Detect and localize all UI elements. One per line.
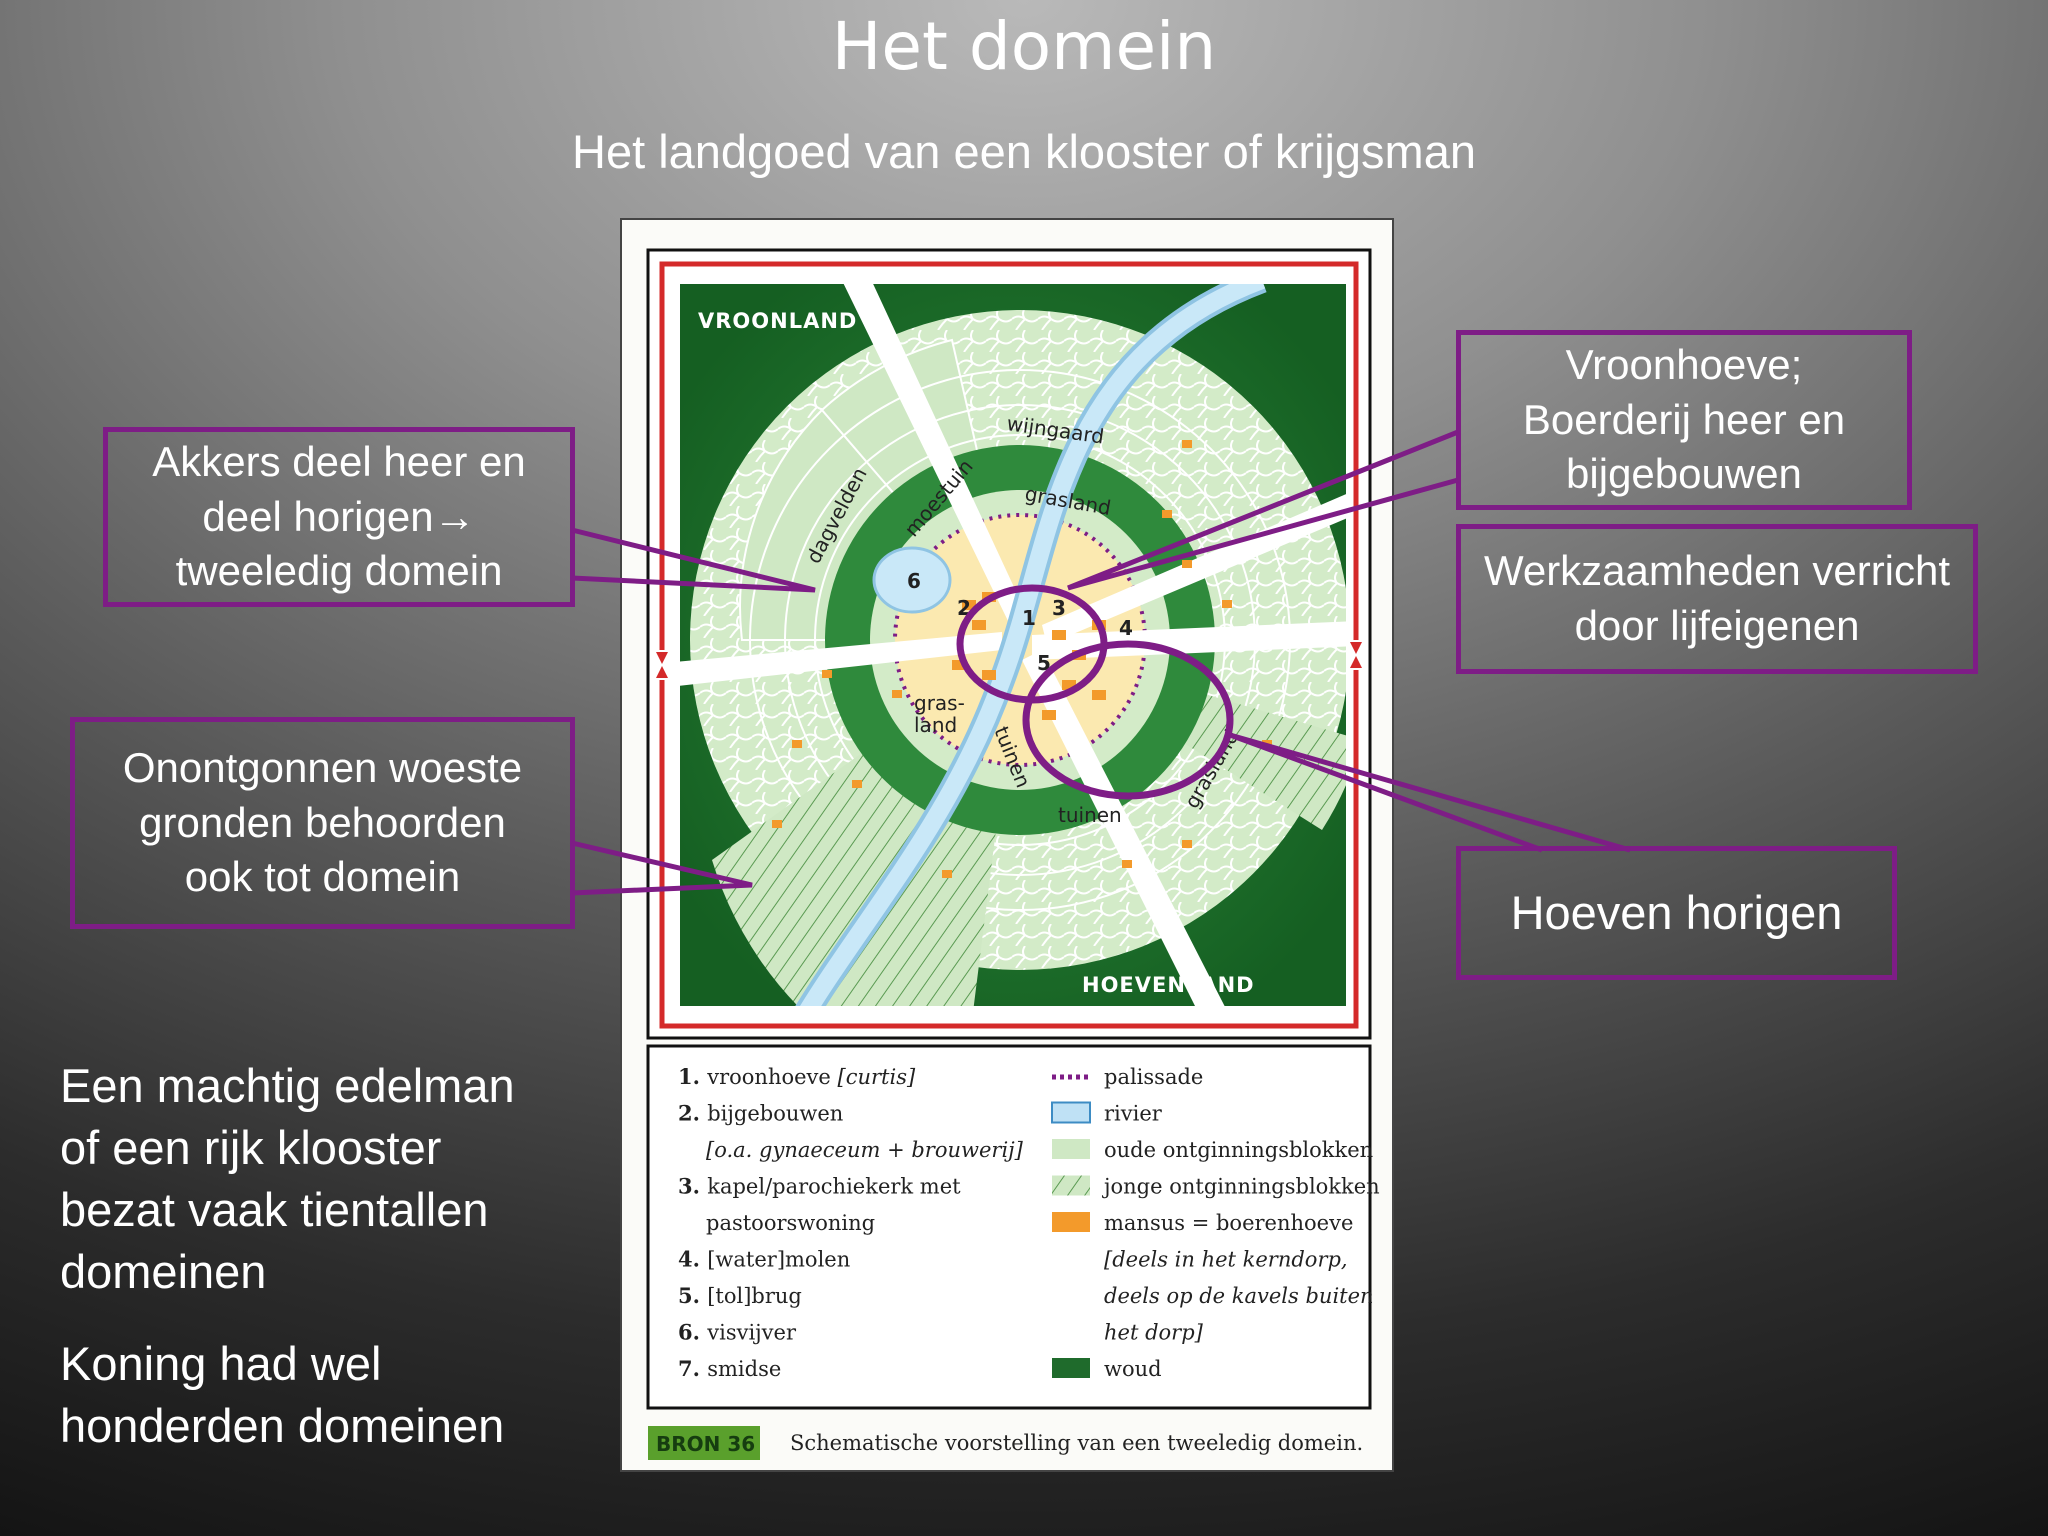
legend-right-item: woud xyxy=(1104,1357,1162,1381)
text-edelman-line4: domeinen xyxy=(60,1245,267,1298)
legend-left-item: 1. vroonhoeve [curtis] xyxy=(678,1064,916,1089)
callout-werkzaamheden: Werkzaamheden verricht door lijfeigenen xyxy=(1456,524,1978,674)
hoevenland-label: HOEVENLAND xyxy=(1082,973,1255,997)
text-edelman: Een machtig edelman of een rijk klooster… xyxy=(60,1055,515,1303)
callout-vroonhoeve-line2: Boerderij heer en xyxy=(1522,395,1846,443)
legend-right-item: palissade xyxy=(1104,1065,1203,1089)
legend-swatch-rivier xyxy=(1051,1101,1091,1124)
callout-onontgonnen-line2: gronden behoorden xyxy=(139,798,506,846)
map-number-5: 5 xyxy=(1037,651,1051,675)
legend-box xyxy=(646,1044,1372,1410)
slide-subtitle: Het landgoed van een klooster of krijgsm… xyxy=(572,125,1476,178)
callout-akkers-line1: Akkers deel heer en xyxy=(152,438,526,486)
map-number-2: 2 xyxy=(957,596,971,620)
legend-right: palissade rivier oude ontginningsblokken jo… xyxy=(1051,1065,1380,1381)
callout-hoeven: Hoeven horigen xyxy=(1456,846,1897,980)
text-edelman-line3: bezat vaak tientallen xyxy=(60,1183,489,1236)
legend-right-item: rivier xyxy=(1104,1102,1163,1126)
legend-swatch-woud xyxy=(1052,1358,1090,1378)
callout-akkers-line3: tweeledig domein xyxy=(175,547,503,595)
legend-left-item: pastoorswoning xyxy=(706,1211,875,1235)
vroonland-label: VROONLAND xyxy=(698,309,857,333)
visvijver xyxy=(872,546,952,614)
map-number-1: 1 xyxy=(1022,606,1036,630)
callout-onontgonnen: Onontgonnen woeste gronden behoorden ook… xyxy=(70,717,575,929)
callout-vroonhoeve-line3: bijgebouwen xyxy=(1566,450,1802,498)
text-edelman-line1: Een machtig edelman xyxy=(60,1059,515,1112)
legend-swatch-oude xyxy=(1052,1139,1090,1159)
legend-right-item: deels op de kavels buiten xyxy=(1104,1284,1374,1308)
grasland-left-label-1: gras- xyxy=(914,691,965,715)
map-number-4: 4 xyxy=(1119,616,1133,640)
legend-right-item: mansus = boerenhoeve xyxy=(1104,1211,1353,1235)
map-number-3: 3 xyxy=(1052,596,1066,620)
text-edelman-line2: of een rijk klooster xyxy=(60,1121,442,1174)
legend-swatch-mansus xyxy=(1052,1212,1090,1232)
callout-vroonhoeve-line1: Vroonhoeve; xyxy=(1565,341,1803,389)
domain-figure: 1 2 3 4 5 6 VROONLAND HOEVENLAND wijngaa… xyxy=(620,218,1394,1472)
domain-map-svg: 1 2 3 4 5 6 VROONLAND HOEVENLAND wijngaa… xyxy=(646,248,1380,1460)
callout-onontgonnen-line3: ook tot domein xyxy=(184,853,461,901)
legend-left: 1. vroonhoeve [curtis] 2. bijgebouwen [o.a… xyxy=(678,1064,1024,1381)
callout-werkzaamheden-line1: Werkzaamheden verricht xyxy=(1483,547,1951,595)
callout-werkzaamheden-line2: door lijfeigenen xyxy=(1574,602,1860,649)
bron-badge-text: BRON 36 xyxy=(656,1432,755,1456)
legend-right-item: oude ontginningsblokken xyxy=(1104,1138,1373,1162)
slide-title: Het domein xyxy=(831,8,1217,85)
legend-left-item: 3. kapel/parochiekerk met xyxy=(678,1174,961,1199)
tuinen-bottom-label: tuinen xyxy=(1058,803,1122,827)
map-number-6: 6 xyxy=(907,569,921,593)
legend-right-item: jonge ontginningsblokken xyxy=(1101,1175,1380,1199)
legend-left-item: [o.a. gynaeceum + brouwerij] xyxy=(706,1138,1024,1162)
callout-onontgonnen-line1: Onontgonnen woeste xyxy=(122,744,523,792)
callout-hoeven-text: Hoeven horigen xyxy=(1510,886,1843,940)
text-koning: Koning had wel honderden domeinen xyxy=(60,1333,504,1457)
text-koning-line2: honderden domeinen xyxy=(60,1399,505,1452)
legend-left-item: 7. smidse xyxy=(678,1356,781,1381)
legend-left-item: 2. bijgebouwen xyxy=(678,1101,843,1126)
grasland-left-label-2: land xyxy=(914,713,957,737)
callout-akkers-line2: deel horigen→ xyxy=(202,492,476,540)
legend-left-item: 4. [water]molen xyxy=(678,1247,850,1272)
callout-akkers: Akkers deel heer en deel horigen→ tweele… xyxy=(103,427,575,607)
legend-right-item: [deels in het kerndorp, xyxy=(1104,1248,1348,1272)
callout-vroonhoeve: Vroonhoeve; Boerderij heer en bijgebouwe… xyxy=(1456,330,1912,510)
text-koning-line1: Koning had wel xyxy=(60,1337,382,1390)
figure-caption: Schematische voorstelling van een tweele… xyxy=(790,1431,1363,1455)
legend-swatch-jonge xyxy=(1052,1175,1090,1196)
legend-right-item: het dorp] xyxy=(1104,1321,1204,1345)
legend-left-item: 6. visvijver xyxy=(678,1320,797,1345)
bron-badge xyxy=(648,1426,760,1460)
legend-left-item: 5. [tol]brug xyxy=(678,1283,802,1308)
